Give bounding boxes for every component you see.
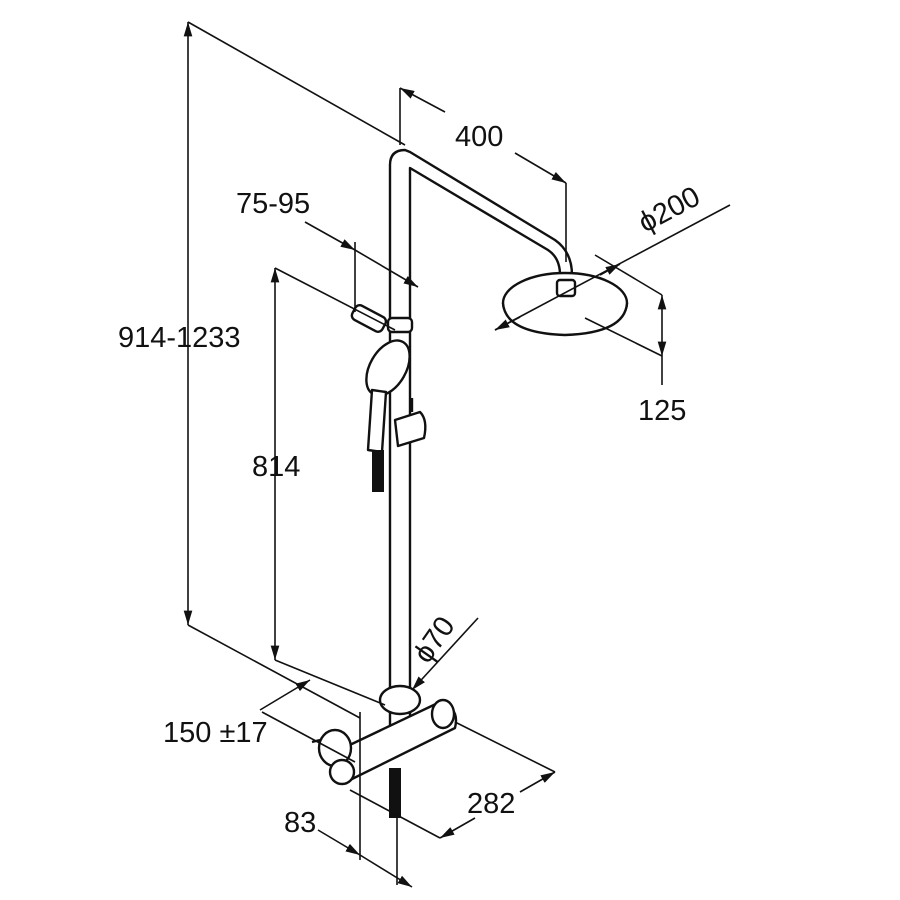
slide-bar-holder	[386, 316, 414, 334]
label-wall-distance: 150 ±17	[163, 717, 268, 749]
dimension-lines	[183, 21, 731, 888]
label-head-diameter: ϕ200	[633, 181, 705, 240]
label-pipe-diameter: ϕ70	[408, 611, 462, 669]
label-arm-length: 400	[455, 121, 503, 153]
label-head-height: 125	[638, 395, 686, 427]
outlet-connector	[389, 768, 401, 818]
label-clamp-range: 75-95	[236, 188, 310, 220]
hose-connector	[372, 450, 384, 492]
label-mixer-depth: 83	[284, 807, 316, 839]
label-rail-height: 814	[252, 451, 300, 483]
label-mixer-width: 282	[467, 788, 515, 820]
label-total-height: 914-1233	[118, 322, 241, 354]
